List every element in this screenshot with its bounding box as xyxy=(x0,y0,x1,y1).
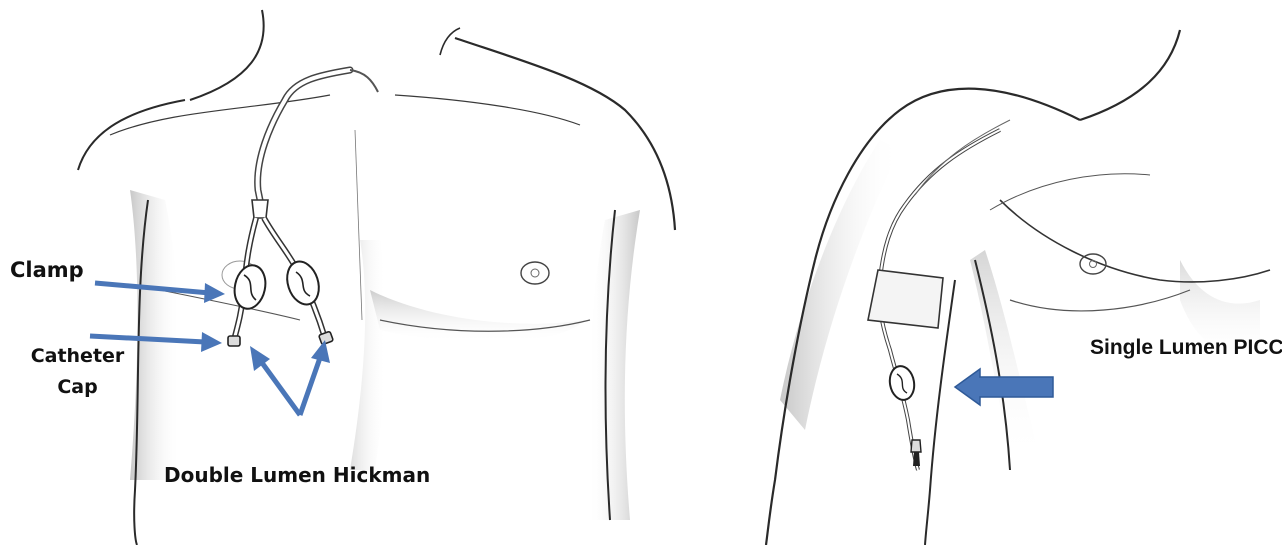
single-lumen-picc-label: Single Lumen PICC xyxy=(1090,336,1282,360)
chest-shading-center xyxy=(350,240,386,470)
clamp-left xyxy=(231,262,269,311)
double-lumen-hickman-label: Double Lumen Hickman xyxy=(164,463,430,487)
shoulder-left xyxy=(78,100,185,170)
picc-dressing xyxy=(868,270,943,328)
picc-cap xyxy=(913,452,920,466)
hickman-tube xyxy=(258,70,350,200)
pec-line-left xyxy=(160,290,300,320)
nipple-right xyxy=(521,262,549,284)
catheter-cap-label: Catheter Cap xyxy=(10,341,145,403)
chest-shading-right xyxy=(588,210,640,520)
clamp-label: Clamp xyxy=(10,258,84,282)
picc-clamp xyxy=(887,364,917,402)
shoulder-right xyxy=(455,38,675,230)
sternum-line xyxy=(355,130,362,320)
neck-line-right xyxy=(440,28,460,55)
chest-lower xyxy=(1010,290,1190,311)
picc-hub xyxy=(911,440,921,452)
hickman-tube-upper xyxy=(350,70,378,92)
hickman-junction xyxy=(252,200,268,218)
clamp-arrow-head xyxy=(204,283,225,303)
clavicle-left xyxy=(110,95,330,135)
catheter-cap-arrow-head xyxy=(201,332,222,352)
hickman-arrow-right xyxy=(300,355,321,415)
clavicle-right xyxy=(395,95,580,125)
neck-line-left xyxy=(190,10,264,100)
arm-illustration xyxy=(766,30,1270,545)
neck-right xyxy=(1080,30,1180,120)
chest-shading-pec xyxy=(370,290,585,342)
catheter-cap-left xyxy=(228,336,240,346)
chest-contour xyxy=(1000,200,1270,282)
pec-upper xyxy=(990,174,1150,210)
hickman-tube-highlight xyxy=(258,70,350,200)
nipple-right-center xyxy=(531,269,539,277)
hickman-arrow-left xyxy=(260,360,300,415)
clamp-right xyxy=(282,257,324,308)
